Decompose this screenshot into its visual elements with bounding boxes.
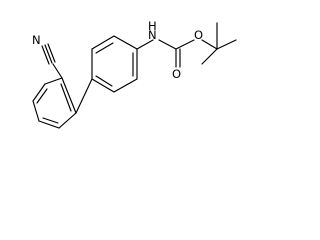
structure-canvas: N bbox=[0, 0, 265, 141]
upper-ring-bond-6 bbox=[91, 78, 115, 93]
ester-tertbutyl-bond bbox=[201, 39, 218, 50]
ester-oxygen-label: O bbox=[194, 28, 203, 42]
lower-ring-bond-4 bbox=[38, 120, 60, 129]
lower-ring-bond-2 bbox=[32, 83, 46, 102]
nitrile-bond-line-2 bbox=[41, 45, 50, 65]
upper-aromatic-ring bbox=[91, 35, 138, 93]
amide-nitrogen-label: N bbox=[148, 28, 157, 42]
amide-hydrogen-label: H bbox=[148, 19, 157, 33]
lower-ring-bond-1 bbox=[44, 77, 63, 85]
lower-ring-double-bond-1 bbox=[36, 88, 48, 104]
upper-ring-double-bond-1 bbox=[95, 42, 114, 54]
nitrile-bond-line-1 bbox=[44, 44, 53, 64]
upper-ring-double-bond-3 bbox=[95, 75, 113, 87]
carbamate-group: N H O O bbox=[136, 19, 218, 81]
nitrile-group: N bbox=[32, 33, 63, 79]
nh-carbonyl-bond bbox=[158, 39, 177, 50]
lower-ring-double-bond-2 bbox=[42, 117, 59, 124]
lower-aromatic-ring bbox=[32, 77, 77, 129]
lower-ring-bond-3 bbox=[32, 100, 40, 122]
nitrile-bond-line-3 bbox=[47, 43, 56, 63]
lower-ring-bond-5 bbox=[58, 112, 77, 129]
carbonyl-oxygen-label: O bbox=[172, 67, 181, 81]
tert-butyl-right-methyl-bond bbox=[216, 39, 237, 50]
structure-svg: N bbox=[32, 19, 237, 129]
aryl-nh-bond bbox=[136, 39, 154, 50]
biaryl-link-bond bbox=[75, 78, 93, 114]
lower-ring-double-bond-3 bbox=[60, 83, 72, 112]
tert-butyl-lower-methyl-bond bbox=[201, 48, 218, 65]
tert-butyl-group bbox=[201, 22, 237, 65]
lower-ring-bond-6 bbox=[61, 77, 77, 114]
nitrile-carbon-ring-bond bbox=[52, 63, 63, 79]
upper-ring-bond-5 bbox=[113, 78, 138, 93]
nitrile-nitrogen-label: N bbox=[32, 33, 41, 47]
upper-ring-bond-2 bbox=[91, 35, 115, 50]
carbonyl-ester-bond bbox=[175, 39, 195, 50]
upper-ring-bond-3 bbox=[113, 35, 138, 50]
